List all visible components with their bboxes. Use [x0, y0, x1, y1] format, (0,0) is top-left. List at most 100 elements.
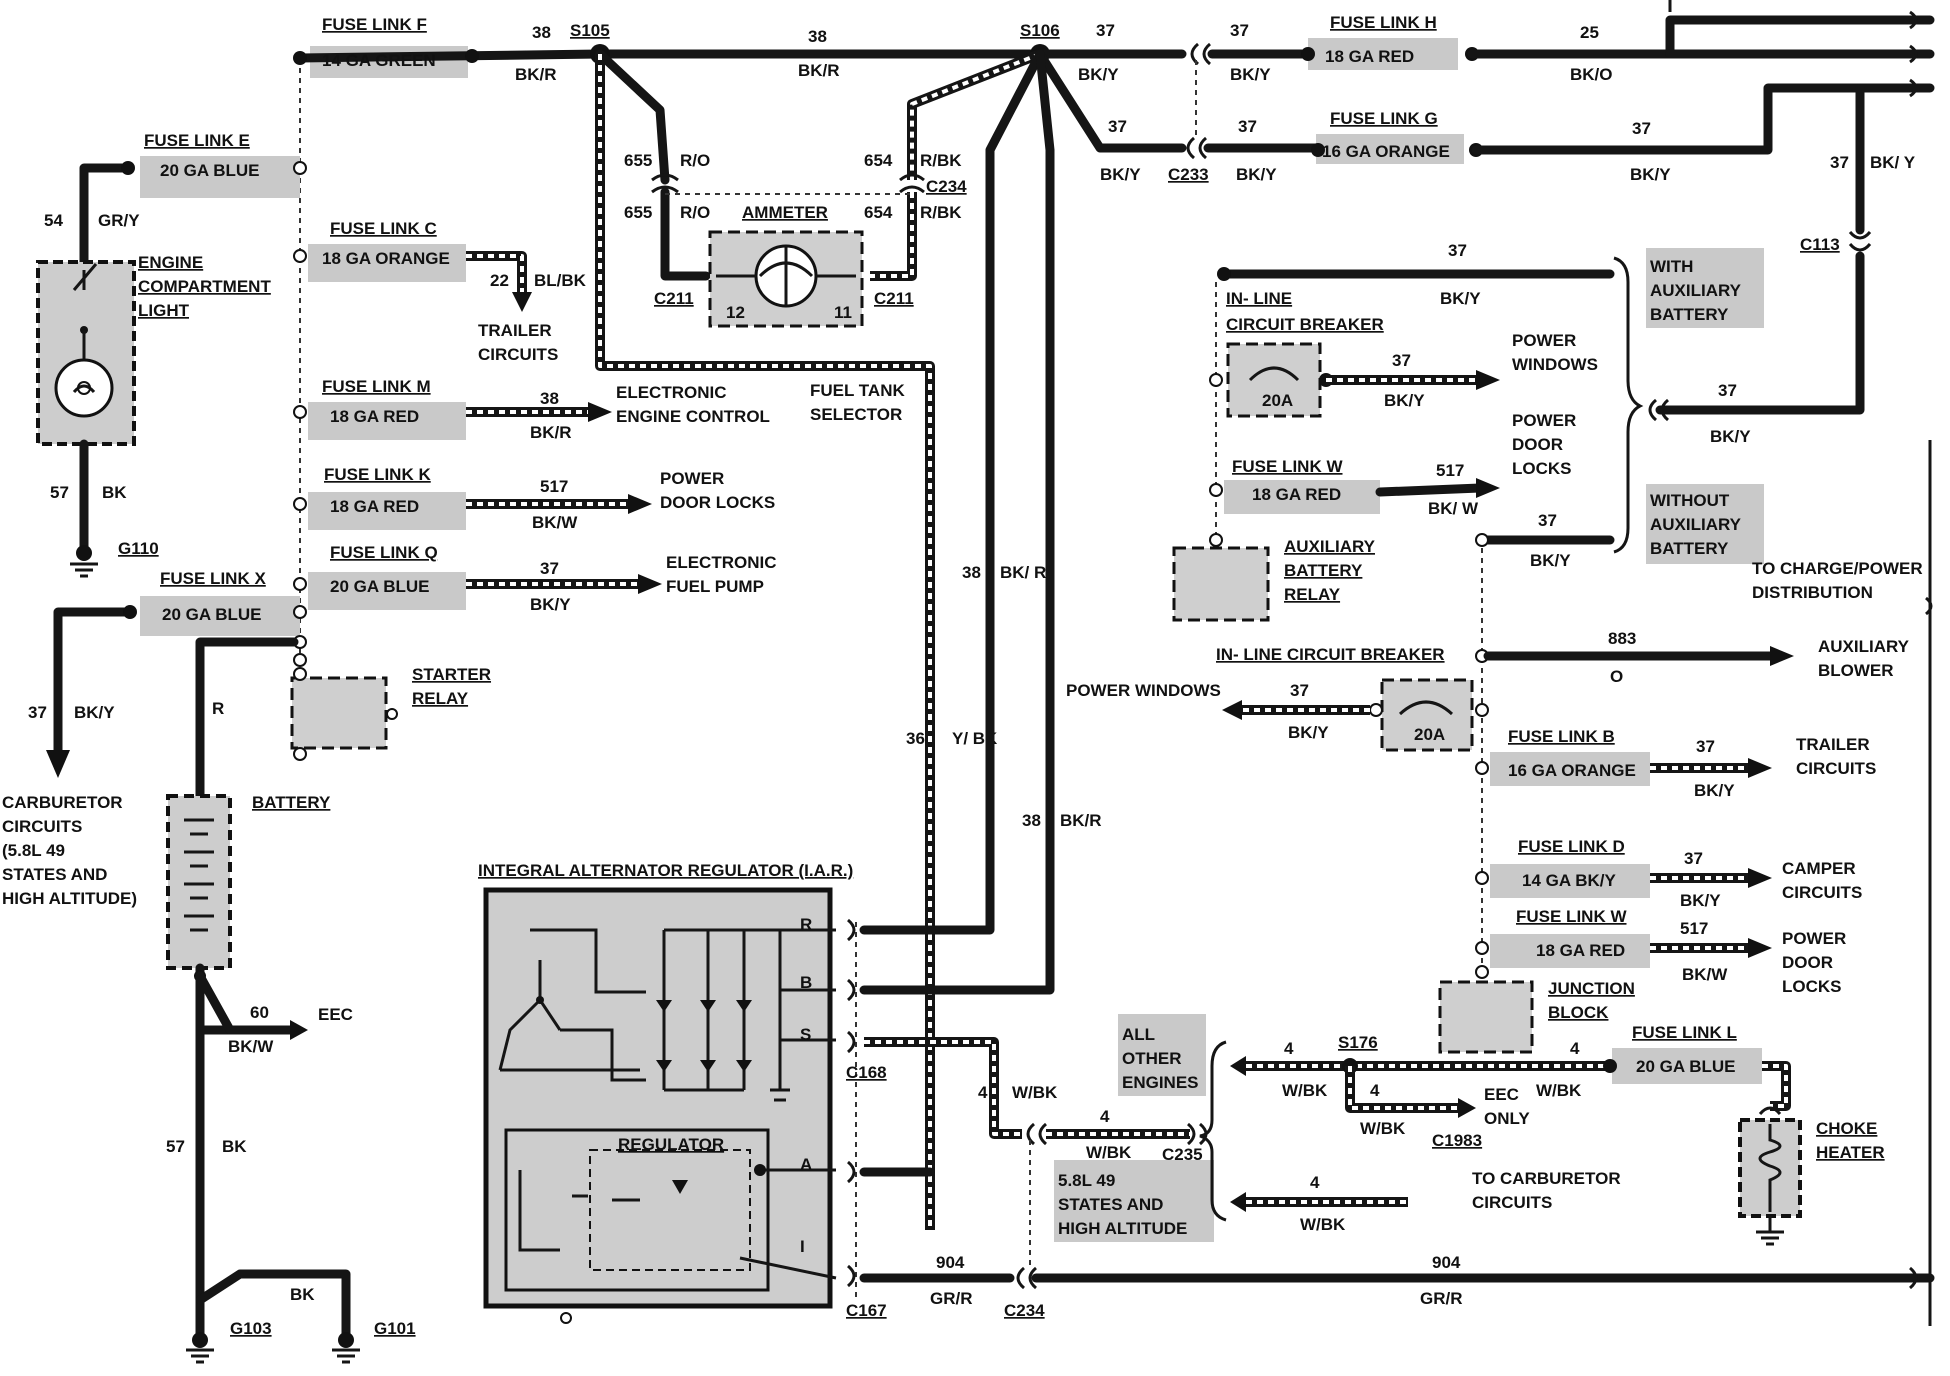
splice-s106-label: S106	[1020, 21, 1060, 40]
wire-37-x: 37	[28, 703, 47, 722]
note-without-aux: WITHOUT AUXILIARY BATTERY	[1646, 484, 1764, 564]
engine-light-l2: COMPARTMENT	[138, 277, 271, 296]
fuse-link-f: FUSE LINK F 14 GA GREEN	[293, 15, 605, 78]
dest-power-windows-right-l2: WINDOWS	[1512, 355, 1598, 374]
dest-without-aux-l1: WITHOUT	[1650, 491, 1730, 510]
junction-block-l1: JUNCTION	[1548, 979, 1635, 998]
wire-654a: 654	[864, 151, 893, 170]
dest-states-bottom-l3: HIGH ALTITUDE	[1058, 1219, 1187, 1238]
choke-heater: CHOKE HEATER	[1738, 1118, 1885, 1246]
wire-517-k-color: BK/W	[532, 513, 578, 532]
wire-37-g-right: 37	[1632, 119, 1651, 138]
wire-37-q: 37	[540, 559, 559, 578]
wire-37-s106-color: BK/Y	[1078, 65, 1119, 84]
wire-37-withaux: 37	[1448, 241, 1467, 260]
breaker1-l2: CIRCUIT BREAKER	[1226, 315, 1384, 334]
fuse-link-l: FUSE LINK L 20 GA BLUE	[1603, 1023, 1762, 1084]
splice-s105-label: S105	[570, 21, 610, 40]
fuse-link-x: FUSE LINK X 20 GA BLUE	[140, 569, 307, 636]
fuse-link-c-spec: 18 GA ORANGE	[322, 249, 450, 268]
wire-904-left: 904	[936, 1253, 965, 1272]
connector-c211-right: C211	[874, 289, 914, 308]
wire-25-color: BK/O	[1570, 65, 1613, 84]
connector-c167-label: C167	[846, 1301, 887, 1320]
regulator-label: REGULATOR	[618, 1135, 724, 1154]
wire-883-color: O	[1610, 667, 1623, 686]
fuse-link-q: FUSE LINK Q 20 GA BLUE	[293, 543, 466, 610]
fuse-link-q-title: FUSE LINK Q	[330, 543, 438, 562]
engine-light-l3: LIGHT	[138, 301, 190, 320]
wire-37-c113-color: BK/ Y	[1870, 153, 1916, 172]
wire-517-w2-color: BK/W	[1682, 965, 1728, 984]
fuse-link-e: FUSE LINK E 20 GA BLUE	[140, 131, 307, 198]
engine-compartment-light: ENGINE COMPARTMENT LIGHT	[36, 253, 271, 446]
wire-4-iar: 4	[978, 1083, 988, 1102]
wire-517-k: 517	[540, 477, 568, 496]
wire-654a-color: R/BK	[920, 151, 962, 170]
fuse-link-h-spec: 18 GA RED	[1325, 47, 1414, 66]
fuse-link-l-title: FUSE LINK L	[1632, 1023, 1737, 1042]
ammeter-pin-right: 11	[834, 303, 852, 322]
connector-c234-top-label: C234	[926, 177, 967, 196]
integral-alternator-regulator: REGULATOR R B S A I	[483, 887, 837, 1324]
fuse-link-w2-title: FUSE LINK W	[1516, 907, 1627, 926]
dest-door-locks-bottom-l2: DOOR	[1782, 953, 1833, 972]
wire-4-eec-color: W/BK	[1360, 1119, 1406, 1138]
fuse-link-c-title: FUSE LINK C	[330, 219, 437, 238]
dest-fuel-tank-l2: SELECTOR	[810, 405, 902, 424]
junction-block-l2: BLOCK	[1548, 1003, 1609, 1022]
wire-bk-ground: BK	[290, 1285, 315, 1304]
iar-title: INTEGRAL ALTERNATOR REGULATOR (I.A.R.)	[478, 861, 853, 880]
wire-37-charge-color: BK/Y	[1710, 427, 1751, 446]
breaker1-rating: 20A	[1262, 391, 1293, 410]
wire-38-top-color: BK/R	[515, 65, 557, 84]
wire-37-c233: 37	[1108, 117, 1127, 136]
dest-power-windows-right-l1: POWER	[1512, 331, 1576, 350]
connector-c235-left	[1026, 1122, 1048, 1146]
wire-655b: 655	[624, 203, 652, 222]
wire-36: 36	[906, 729, 925, 748]
wire-37-h-left-color: BK/Y	[1230, 65, 1271, 84]
dest-eec-only-l2: ONLY	[1484, 1109, 1530, 1128]
ground-g110: G110	[70, 539, 159, 578]
wire-37-b: 37	[1696, 737, 1715, 756]
wire-517-w1-color: BK/ W	[1428, 499, 1479, 518]
wire-4-c235: 4	[1100, 1107, 1110, 1126]
dest-carb-left-l4: STATES AND	[2, 865, 107, 884]
wire-4-s176r: 4	[1570, 1039, 1580, 1058]
dest-with-aux-l2: AUXILIARY	[1650, 281, 1742, 300]
dest-camper-l2: CIRCUITS	[1782, 883, 1862, 902]
dest-eec-l2: ENGINE CONTROL	[616, 407, 770, 426]
dest-eec-l1: ELECTRONIC	[616, 383, 727, 402]
wire-37-c113: 37	[1830, 153, 1849, 172]
dest-states-bottom-l2: STATES AND	[1058, 1195, 1163, 1214]
arrow-carb-left	[46, 750, 70, 778]
wire-37-g-left-color: BK/Y	[1236, 165, 1277, 184]
wire-37-s106: 37	[1096, 21, 1115, 40]
wire-37-pw-color: BK/Y	[1288, 723, 1329, 742]
wire-655b-color: R/O	[680, 203, 710, 222]
fuse-link-l-spec: 20 GA BLUE	[1636, 1057, 1736, 1076]
connector-c168-label: C168	[846, 1063, 887, 1082]
wire-517-w2: 517	[1680, 919, 1708, 938]
iar-pin-b: B	[800, 973, 812, 992]
aux-relay-l2: BATTERY	[1284, 561, 1363, 580]
wire-37-relay-color: BK/Y	[1530, 551, 1571, 570]
wire-38-vert-color: BK/ R	[1000, 563, 1046, 582]
wire-883: 883	[1608, 629, 1636, 648]
fuse-link-g-title: FUSE LINK G	[1330, 109, 1438, 128]
wire-517-w1: 517	[1436, 461, 1464, 480]
dest-without-aux-l3: BATTERY	[1650, 539, 1729, 558]
wire-37-breaker1-color: BK/Y	[1384, 391, 1425, 410]
dest-states-bottom-l1: 5.8L 49	[1058, 1171, 1115, 1190]
dest-trailer-right-l2: CIRCUITS	[1796, 759, 1876, 778]
wire-57-batt: 57	[166, 1137, 185, 1156]
wire-38-vert2-color: BK/R	[1060, 811, 1102, 830]
iar-pin-s: S	[800, 1025, 811, 1044]
wire-37-pw: 37	[1290, 681, 1309, 700]
wire-37-x-color: BK/Y	[74, 703, 115, 722]
note-with-aux: WITH AUXILIARY BATTERY	[1646, 248, 1764, 328]
fuse-link-w2: FUSE LINK W 18 GA RED	[1475, 907, 1650, 968]
wire-4-carb: 4	[1310, 1173, 1320, 1192]
dest-without-aux-l2: AUXILIARY	[1650, 515, 1742, 534]
